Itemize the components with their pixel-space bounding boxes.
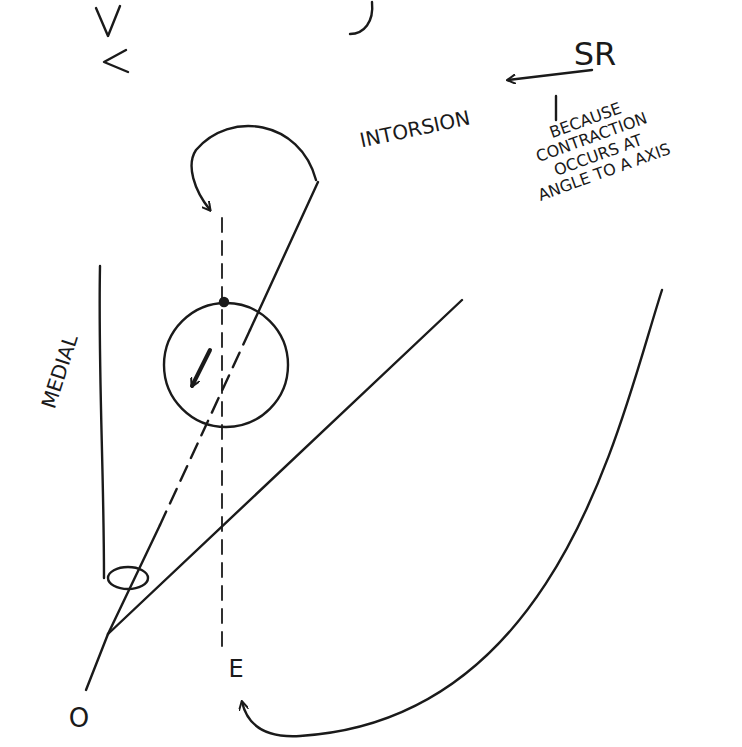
orbital-axis [108,300,462,634]
side-label: MEDIAL [31,311,90,432]
muscle-label: SR [560,36,630,73]
muscle-line [160,330,250,525]
apex-line [86,634,108,690]
point-label: E [224,656,248,684]
point-label: O [64,704,94,734]
medial-wall [100,266,104,578]
muscle-line [250,182,318,330]
leader-line [555,96,557,120]
annotation-text: INTORSION [339,103,491,157]
rotation-arrow [192,126,316,210]
eyeball [164,303,288,427]
torsion-arrow [192,350,210,386]
note-text: BECAUSE CONTRACTION OCCURS AT ANGLE TO A… [512,87,678,207]
cropped-mark [96,6,120,36]
leader-arrow [242,290,662,736]
visual-axis [221,218,223,648]
cornea-dot [220,298,228,306]
cropped-mark [104,50,128,72]
cropped-mark [350,2,372,34]
apex-ring [108,567,148,589]
muscle-line [108,525,160,634]
